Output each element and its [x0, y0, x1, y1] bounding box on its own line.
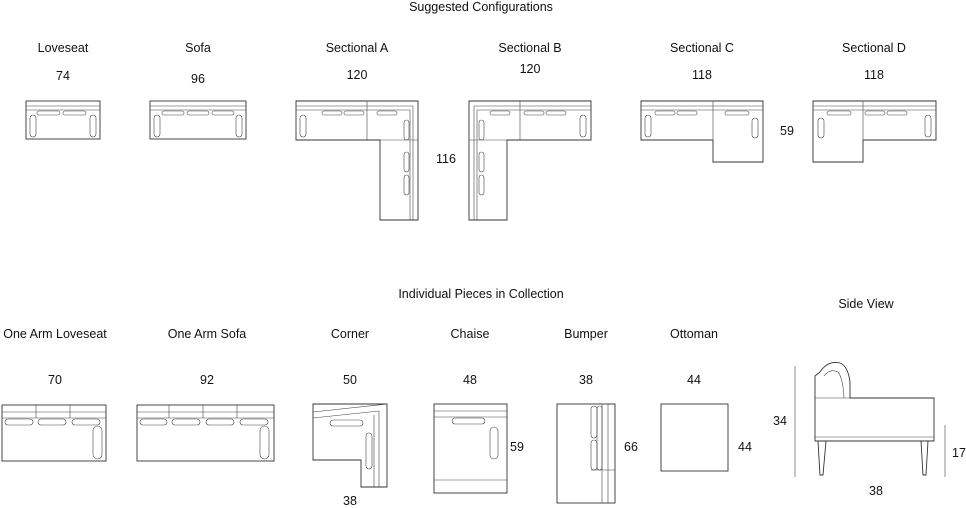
piece-depth-ottoman: 44: [738, 440, 752, 454]
piece-width-corner: 50: [343, 373, 357, 387]
config-width-sectional-d: 118: [864, 68, 884, 82]
config-depth-sectional-c: 59: [780, 124, 794, 138]
config-width-sectional-a: 120: [347, 68, 368, 82]
piece-width-chaise: 48: [463, 373, 477, 387]
piece-name-one-arm-loveseat: One Arm Loveseat: [3, 327, 107, 341]
sectional-b-drawing: [468, 100, 592, 221]
piece-name-bumper: Bumper: [564, 327, 608, 341]
heading-side-view: Side View: [838, 297, 894, 311]
config-name-sectional-d: Sectional D: [842, 41, 906, 55]
piece-width-one-arm-loveseat: 70: [48, 373, 62, 387]
piece-depth-chaise: 59: [510, 440, 524, 454]
config-name-sectional-a: Sectional A: [326, 41, 389, 55]
config-depth-sectional-a: 116: [436, 152, 456, 166]
piece-width-bumper: 38: [579, 373, 593, 387]
sofa-drawing: [149, 100, 247, 140]
config-name-sectional-c: Sectional C: [670, 41, 734, 55]
piece-width-one-arm-sofa: 92: [200, 373, 214, 387]
heading-suggested: Suggested Configurations: [409, 0, 553, 14]
sectional-a-drawing: [295, 100, 419, 221]
piece-name-ottoman: Ottoman: [670, 327, 718, 341]
config-width-sectional-c: 118: [692, 68, 712, 82]
one-arm-sofa-drawing: [136, 404, 275, 462]
chaise-drawing: [433, 403, 508, 494]
sectional-d-drawing: [812, 100, 937, 163]
side-view-drawing: [794, 361, 946, 477]
side-seat-height-label: 17: [952, 446, 966, 460]
piece-depth-bumper: 66: [624, 440, 638, 454]
corner-drawing: [312, 403, 388, 488]
config-name-loveseat: Loveseat: [38, 41, 89, 55]
sectional-c-drawing: [640, 100, 764, 163]
loveseat-drawing: [25, 100, 101, 140]
config-width-sofa: 96: [191, 72, 205, 86]
one-arm-loveseat-drawing: [1, 404, 107, 462]
piece-name-chaise: Chaise: [451, 327, 490, 341]
piece-width-ottoman: 44: [687, 373, 701, 387]
piece-name-corner: Corner: [331, 327, 369, 341]
config-width-sectional-b: 120: [520, 62, 541, 76]
config-width-loveseat: 74: [56, 69, 70, 83]
heading-individual: Individual Pieces in Collection: [398, 287, 563, 301]
config-name-sofa: Sofa: [185, 41, 211, 55]
piece-name-one-arm-sofa: One Arm Sofa: [168, 327, 247, 341]
piece-bottom-corner: 38: [343, 494, 357, 508]
ottoman-drawing: [660, 403, 729, 472]
bumper-drawing: [556, 403, 616, 504]
side-height-label: 34: [773, 414, 787, 428]
config-name-sectional-b: Sectional B: [498, 41, 561, 55]
side-depth-label: 38: [869, 484, 883, 498]
